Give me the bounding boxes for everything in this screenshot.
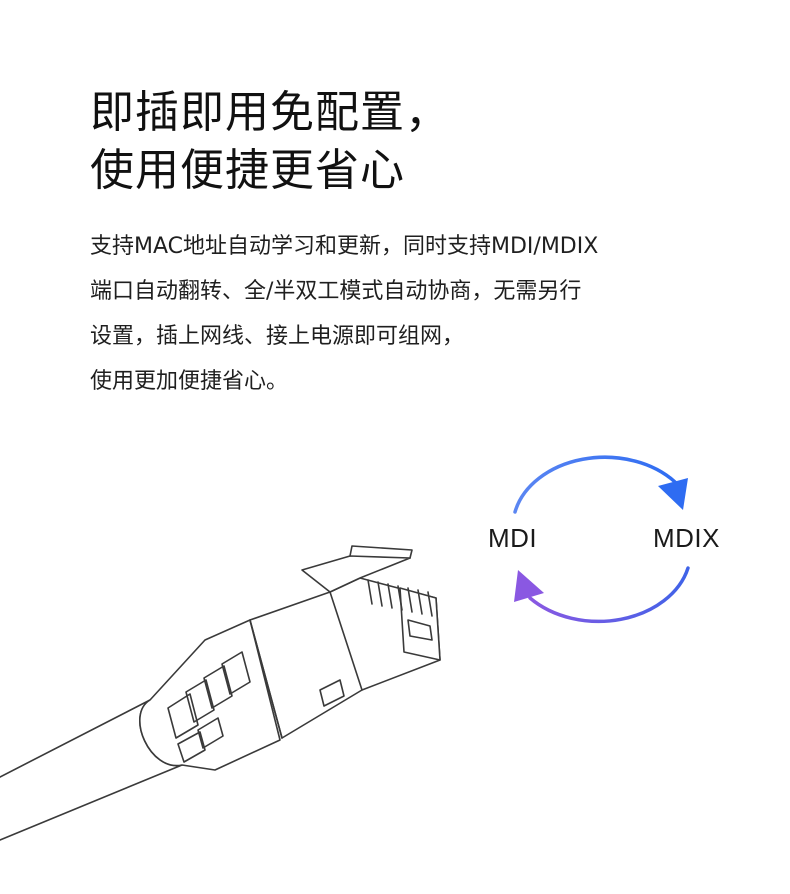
mdi-label: MDI: [488, 523, 538, 553]
bottom-arc: [528, 566, 690, 624]
cycle-arrows-icon: [513, 455, 690, 624]
top-arrowhead: [658, 478, 688, 510]
headline: 即插即用免配置， 使用便捷更省心: [90, 84, 750, 200]
mdi-mdix-cycle-diagram: MDI MDIX: [470, 430, 760, 650]
cable-lower-edge: [0, 764, 183, 841]
mdix-label: MDIX: [653, 523, 720, 553]
top-arc: [513, 455, 677, 514]
headline-line-1: 即插即用免配置，: [90, 87, 450, 138]
rj45-connector-icon: [0, 545, 441, 841]
description-line-2: 端口自动翻转、全/半双工模式自动协商，无需另行: [90, 279, 582, 304]
description-line-1: 支持MAC地址自动学习和更新，同时支持MDI/MDIX: [90, 234, 599, 259]
description-line-3: 设置，插上网线、接上电源即可组网，: [90, 324, 465, 349]
latch: [301, 555, 411, 593]
bottom-arrowhead: [514, 570, 544, 602]
description: 支持MAC地址自动学习和更新，同时支持MDI/MDIX 端口自动翻转、全/半双工…: [90, 224, 750, 404]
headline-line-2: 使用便捷更省心: [90, 145, 405, 196]
cable-upper-edge: [0, 699, 151, 778]
description-line-4: 使用更加便捷省心。: [90, 369, 289, 394]
